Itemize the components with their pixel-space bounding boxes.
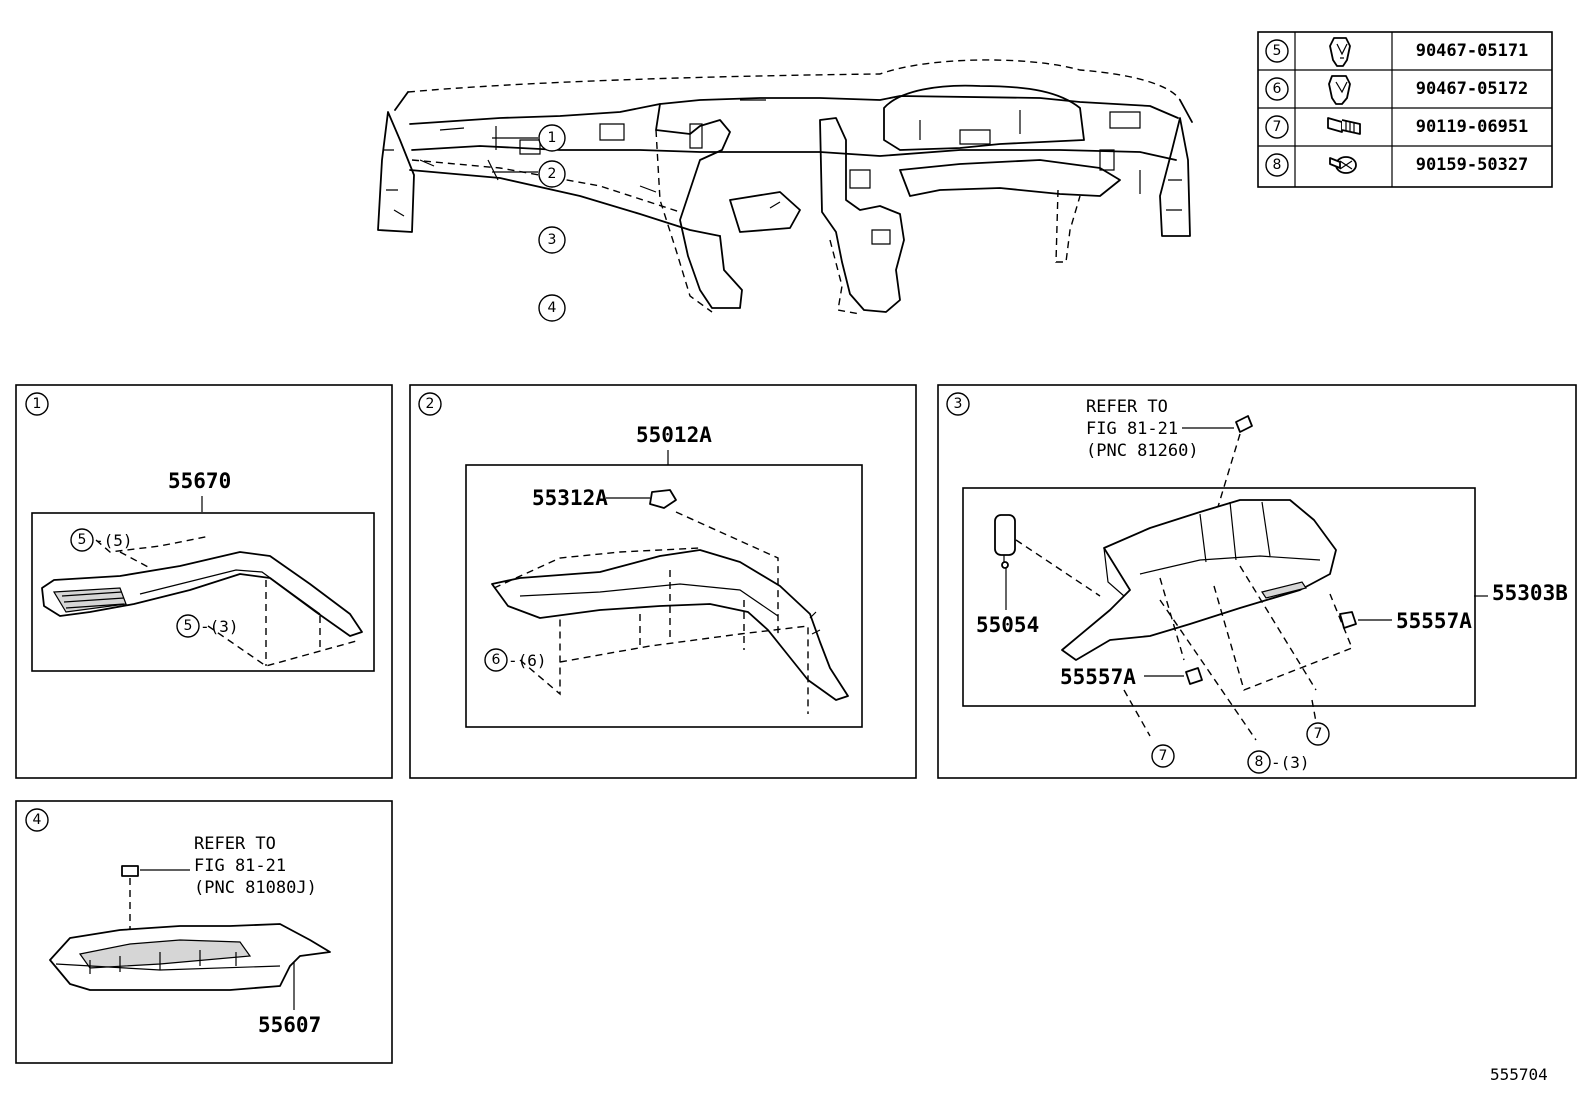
lower-cover-part-55607: [49, 923, 331, 991]
fastener-callout-5a: 5 -(5): [70, 528, 133, 552]
part-label-55303B: 55303B: [1492, 581, 1568, 605]
overview-callout-2: 2: [538, 160, 566, 188]
refer-to-text: REFER TO: [194, 834, 276, 854]
legend-row-5: 5 90467-05171: [1265, 37, 1529, 67]
svg-text:6: 6: [492, 652, 501, 668]
svg-text:5: 5: [78, 532, 87, 548]
part-label-55607: 55607: [258, 1013, 321, 1037]
overview-callout-1: 1: [538, 124, 566, 152]
dashboard-overview: 1 2 3 4: [377, 59, 1193, 322]
svg-text:2: 2: [426, 396, 435, 412]
svg-text:4: 4: [548, 300, 557, 316]
svg-text:8: 8: [1255, 754, 1264, 770]
legend-ref: 6: [1273, 81, 1282, 97]
panel-2-number: 2: [418, 392, 442, 416]
screw-icon: [1329, 156, 1357, 174]
legend-row-8: 8 90159-50327: [1265, 153, 1529, 177]
svg-text:3: 3: [954, 396, 963, 412]
panel-1: 1 55670 5 -(5) 5 -(3): [15, 384, 393, 779]
legend-part-number: 90159-50327: [1416, 155, 1529, 175]
fastener-callout-5b: 5 -(3): [176, 614, 239, 638]
clip-part-55312A: [649, 489, 677, 509]
svg-text:4: 4: [33, 812, 42, 828]
fastener-callout-6: 6 -(6): [484, 648, 547, 672]
legend-ref: 8: [1273, 157, 1282, 173]
part-label-55557A-left: 55557A: [1060, 665, 1136, 689]
panel-4-number: 4: [25, 808, 49, 832]
fastener-callout-8: 8 -(3): [1247, 750, 1310, 774]
overview-callout-3: 3: [538, 226, 566, 254]
legend-part-number: 90467-05172: [1416, 79, 1529, 99]
overview-callout-4: 4: [538, 294, 566, 322]
svg-text:1: 1: [548, 130, 557, 146]
refer-fig-text: FIG 81-21: [194, 856, 286, 876]
fastener-legend-table: 5 90467-05171 6 90467-05172 7: [1257, 31, 1553, 188]
clip-part-55557A-left: [1185, 667, 1203, 685]
glove-box-part: [1061, 499, 1337, 661]
damper-part-55054: [994, 514, 1016, 569]
panel-2: 2 55012A 55312A 6 -(6): [409, 384, 917, 779]
bulb-part: [1235, 415, 1253, 433]
lower-panel-part: [491, 549, 849, 701]
clip-part-55557A-right: [1339, 611, 1357, 629]
svg-text:-(3): -(3): [1271, 753, 1310, 772]
refer-to-text: REFER TO: [1086, 397, 1168, 417]
panel-3: 3 REFER TO FIG 81-21 (PNC 81260) 55303B …: [937, 384, 1577, 779]
part-label-55670: 55670: [168, 469, 231, 493]
side-vent-part: [41, 551, 363, 637]
svg-text:-(5): -(5): [94, 531, 133, 550]
clip-icon: [1329, 37, 1351, 67]
legend-ref: 5: [1273, 43, 1282, 59]
part-label-55312A: 55312A: [532, 486, 608, 510]
part-label-55557A-right: 55557A: [1396, 609, 1472, 633]
bulb-part: [121, 865, 139, 877]
legend-ref: 7: [1273, 119, 1282, 135]
panel-3-number: 3: [946, 392, 970, 416]
svg-text:7: 7: [1159, 748, 1168, 764]
panel-4: 4 REFER TO FIG 81-21 (PNC 81080J) 55607: [15, 800, 393, 1064]
legend-part-number: 90467-05171: [1416, 41, 1529, 61]
svg-text:2: 2: [548, 166, 557, 182]
clip-icon: [1328, 75, 1351, 105]
svg-text:3: 3: [548, 232, 557, 248]
refer-fig-text: FIG 81-21: [1086, 419, 1178, 439]
svg-text:5: 5: [184, 618, 193, 634]
svg-text:1: 1: [33, 396, 42, 412]
refer-pnc-text: (PNC 81080J): [194, 878, 317, 898]
svg-text:7: 7: [1314, 726, 1323, 742]
legend-part-number: 90119-06951: [1416, 117, 1529, 137]
fastener-callout-7a: 7: [1151, 744, 1175, 768]
svg-text:-(3): -(3): [200, 617, 239, 636]
figure-id: 555704: [1490, 1065, 1548, 1084]
bolt-icon: [1327, 117, 1361, 135]
panel-1-number: 1: [25, 392, 49, 416]
part-label-55012A: 55012A: [636, 423, 712, 447]
fastener-callout-7b: 7: [1306, 722, 1330, 746]
legend-row-6: 6 90467-05172: [1265, 75, 1529, 105]
refer-pnc-text: (PNC 81260): [1086, 441, 1199, 461]
svg-text:-(6): -(6): [508, 651, 547, 670]
legend-row-7: 7 90119-06951: [1265, 115, 1529, 139]
part-label-55054: 55054: [976, 613, 1039, 637]
